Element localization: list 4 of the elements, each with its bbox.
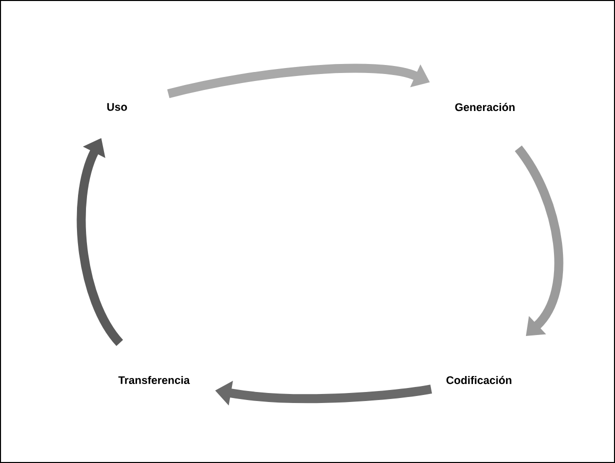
- stage-label: Transferencia: [118, 376, 190, 384]
- stage-label: Codificación: [446, 376, 512, 384]
- stage-label: Generación: [455, 102, 515, 112]
- stage-label: Uso: [107, 103, 127, 111]
